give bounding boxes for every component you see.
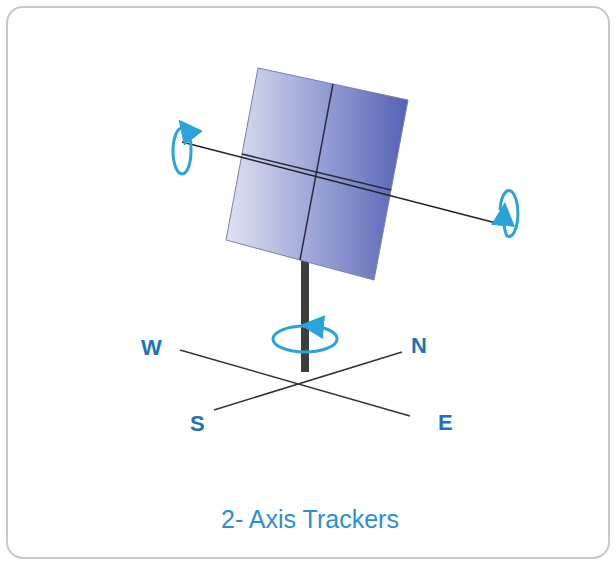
compass-north: N xyxy=(411,335,427,357)
west-east-line xyxy=(180,350,410,416)
panel-divider xyxy=(242,154,391,190)
azimuth-rotation xyxy=(273,326,337,352)
compass-south: S xyxy=(190,413,205,435)
pole xyxy=(301,258,309,372)
compass-east: E xyxy=(438,412,453,434)
compass-west: W xyxy=(141,337,162,359)
caption: 2- Axis Trackers xyxy=(221,507,399,532)
card-border xyxy=(7,7,609,558)
tilt-rotation xyxy=(173,128,191,174)
solar-panel xyxy=(226,68,408,280)
tilt-axis xyxy=(182,142,500,224)
tilt-rotation xyxy=(500,191,518,237)
